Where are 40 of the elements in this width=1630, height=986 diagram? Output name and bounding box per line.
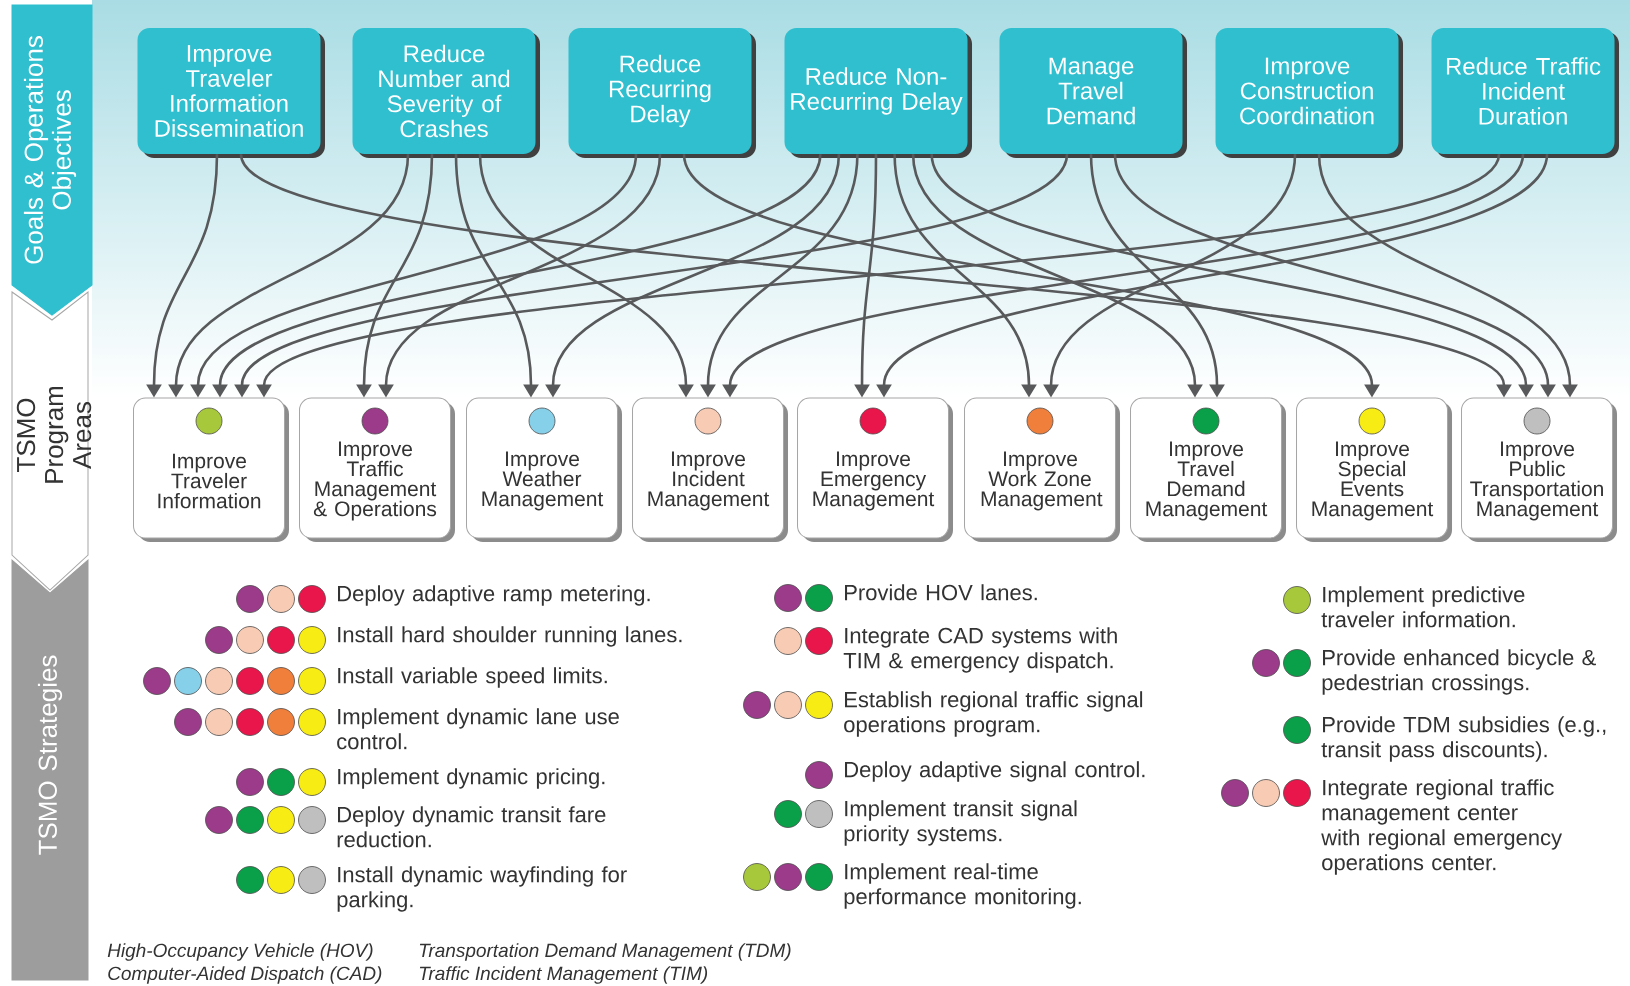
goal-box: Improve Construction Coordination [1215, 28, 1403, 158]
goal-box: Reduce Traffic Incident Duration [1431, 28, 1619, 158]
strategy-text: Provide HOV lanes. [845, 584, 1037, 601]
strategy-text: Implement real-time performance monitoring. [844, 863, 1081, 909]
goal-box: Reduce Recurring Delay [568, 28, 756, 158]
strategy-text: Integrate CAD systems with TIM & emergency dispatch. [843, 627, 1117, 673]
strategy-text: Deploy adaptive signal control. [845, 761, 1145, 782]
strategy-text: Establish regional traffic signal operations program. [844, 691, 1143, 737]
band: TSMO Program Areas [11, 291, 92, 591]
footnote: High-Occupancy Vehicle (HOV) [107, 943, 373, 961]
program-box: Improve Incident Management [632, 397, 788, 542]
footnote: Traffic Incident Management (TIM) [419, 966, 708, 984]
goal-box: Reduce Non-Recurring Delay [784, 28, 972, 158]
program-box: Improve Traveler Information [133, 397, 289, 542]
program-box: Improve Weather Management [466, 397, 622, 542]
goal-box: Improve Traveler Information Dissemination [137, 28, 325, 158]
program-box: Improve Emergency Management [797, 397, 953, 542]
strategy-text: Provide TDM subsidies (e.g., transit pass discounts). [1321, 716, 1606, 762]
goal-box: Reduce Number and Severity of Crashes [352, 28, 540, 158]
program-box: Improve Public Transportation Management [1461, 397, 1617, 542]
strategy-text: Implement transit signal priority systems. [844, 800, 1077, 846]
program-box: Improve Work Zone Management [964, 397, 1120, 542]
footnote: Transportation Demand Management (TDM) [419, 943, 791, 961]
program-box: Improve Traffic Management & Operations [299, 397, 455, 542]
band: Goals & Operations Objectives [11, 4, 93, 316]
strategy-text: Deploy dynamic transit fare reduction. [337, 806, 606, 848]
strategy-text: Implement dynamic lane use control. [337, 708, 619, 750]
strategy-text: Deploy adaptive ramp metering. [338, 585, 650, 606]
strategy-text: Provide enhanced bicycle & pedestrian crossings. [1322, 649, 1596, 695]
band: TSMO Strategies [11, 559, 89, 981]
program-box: Improve Special Events Management [1296, 397, 1452, 542]
strategy-text: Implement predictive traveler information. [1321, 586, 1525, 628]
strategy-text: Install variable speed limits. [338, 667, 607, 688]
strategy-text: Install dynamic wayfinding for parking. [337, 866, 627, 912]
strategy-text: Implement dynamic pricing. [338, 768, 605, 789]
strategy-text: Install hard shoulder running lanes. [338, 626, 682, 647]
strategy-text: Integrate regional traffic management center with regional emergency operations center. [1321, 779, 1562, 875]
footnote: Computer-Aided Dispatch (CAD) [108, 966, 382, 984]
goal-box: Manage Travel Demand [999, 28, 1187, 158]
program-box: Improve Travel Demand Management [1130, 397, 1286, 542]
